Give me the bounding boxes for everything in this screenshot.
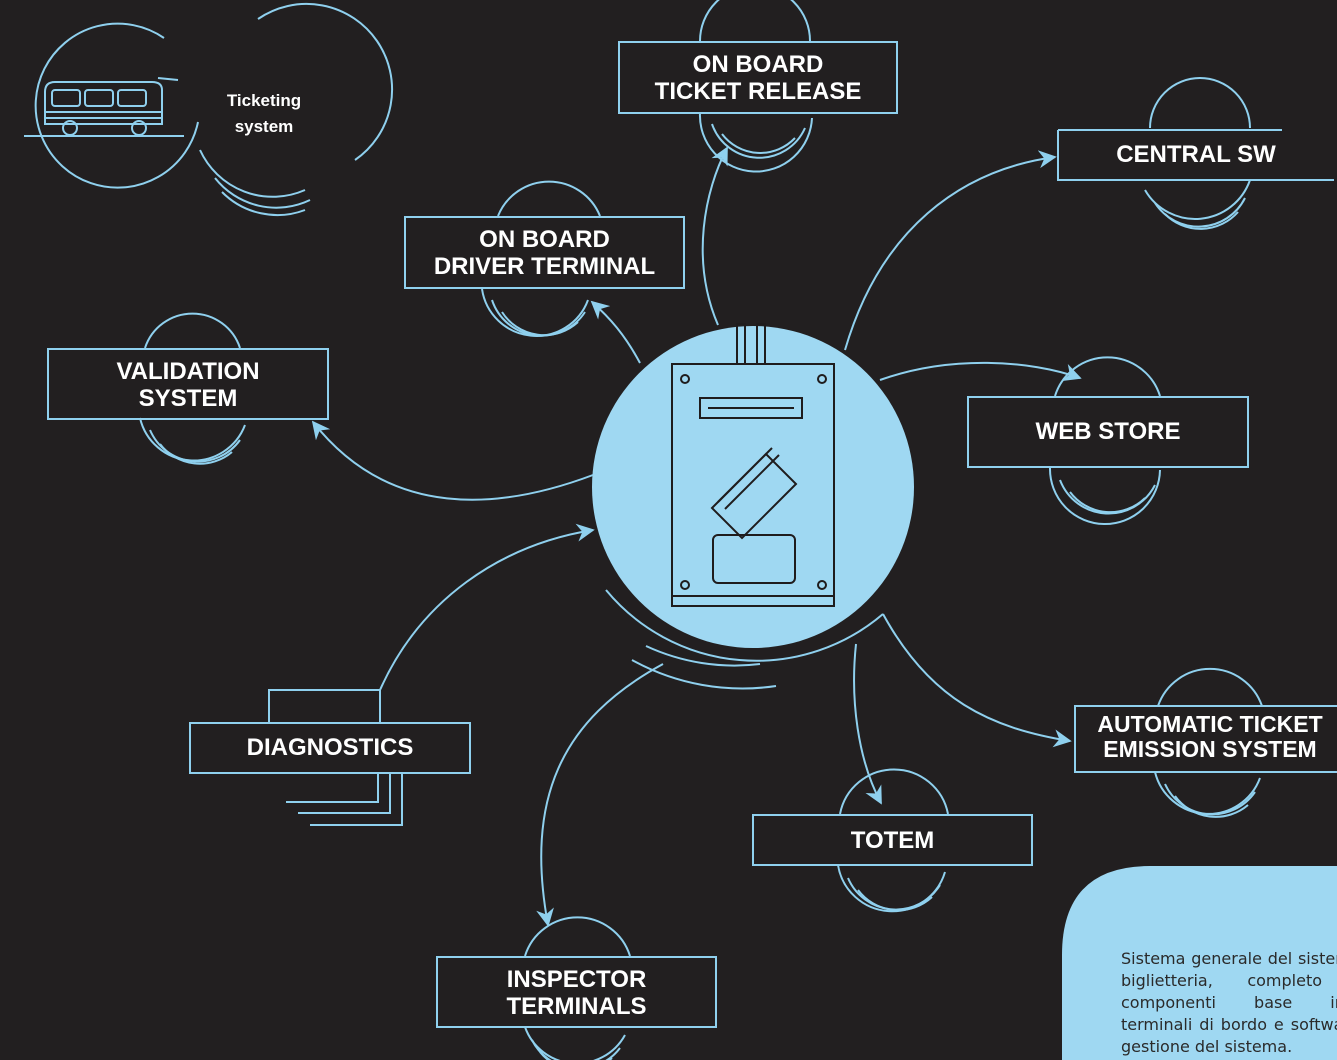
node-diagnostics-decor — [189, 689, 471, 826]
label-ticket-release: ON BOARD TICKET RELEASE — [619, 51, 897, 105]
center-circle — [592, 326, 914, 648]
label-ticket-release-line1: ON BOARD — [692, 51, 824, 78]
logo-title-line1: Ticketing — [226, 91, 302, 110]
label-inspector-line1: INSPECTOR — [506, 966, 647, 993]
label-inspector-line2: TERMINALS — [506, 993, 647, 1020]
label-web-store: WEB STORE — [968, 418, 1248, 445]
node-inspector-box — [436, 956, 717, 1028]
arrow-to-web-store — [879, 361, 1082, 381]
info-panel-text: Sistema generale del sistema di bigliett… — [1121, 949, 1337, 1056]
label-diagnostics: DIAGNOSTICS — [190, 734, 470, 761]
node-driver-terminal-box — [404, 216, 685, 289]
center-device — [592, 323, 914, 690]
node-automatic-ticket-box — [1074, 705, 1337, 773]
label-central-sw: CENTRAL SW — [1060, 141, 1332, 168]
logo-title: Ticketing system — [205, 88, 323, 140]
ticket-machine-icon — [671, 323, 835, 607]
node-central-sw-box — [1057, 129, 1334, 181]
label-totem-line1: TOTEM — [850, 827, 935, 854]
node-diagnostics-box — [189, 722, 471, 774]
node-totem-decor — [752, 768, 1033, 913]
label-inspector: INSPECTOR TERMINALS — [437, 966, 716, 1020]
node-validation-box — [47, 348, 329, 420]
arrow-to-totem — [853, 643, 882, 805]
node-central-sw-decor — [1057, 77, 1334, 230]
arrow-to-ticket-release — [701, 146, 728, 326]
label-automatic-ticket: AUTOMATIC TICKET EMISSION SYSTEM — [1075, 712, 1337, 762]
label-validation: VALIDATION SYSTEM — [48, 358, 328, 412]
logo-right-arc — [257, 2, 394, 161]
node-totem-box — [752, 814, 1033, 866]
bus-icon — [24, 77, 184, 137]
node-web-store-box — [967, 396, 1249, 468]
arrow-to-automatic-ticket — [882, 613, 1072, 748]
node-ticket-release-box — [618, 41, 898, 114]
node-driver-terminal-decor — [404, 180, 685, 337]
node-inspector-decor — [436, 916, 717, 1060]
node-ticket-release-decor — [618, 0, 898, 173]
node-automatic-ticket-decor — [1074, 667, 1337, 818]
label-driver-terminal-line1: ON BOARD — [479, 226, 610, 253]
label-automatic-ticket-line1: AUTOMATIC TICKET — [1097, 711, 1323, 737]
label-driver-terminal-line2: DRIVER TERMINAL — [433, 253, 656, 280]
logo-swoosh-2 — [221, 191, 306, 217]
connectors — [311, 146, 1082, 927]
label-central-sw-line1: CENTRAL SW — [1116, 141, 1276, 168]
arrow-to-validation — [311, 420, 594, 501]
node-web-store-decor — [967, 356, 1249, 525]
logo-group — [24, 2, 394, 217]
logo-swoosh-1 — [214, 177, 311, 209]
arrow-to-inspector — [536, 663, 664, 927]
center-swoosh-2 — [631, 659, 777, 690]
label-ticket-release-line2: TICKET RELEASE — [654, 78, 862, 105]
arrow-from-diagnostics — [379, 523, 595, 691]
info-panel — [1062, 866, 1337, 1060]
arrow-to-central-sw — [844, 150, 1057, 351]
label-totem: TOTEM — [753, 827, 1032, 854]
label-validation-line2: SYSTEM — [138, 385, 238, 412]
label-automatic-ticket-line2: EMISSION SYSTEM — [1103, 736, 1317, 762]
logo-right-arc-low — [199, 149, 306, 198]
logo-title-line2: system — [234, 117, 294, 136]
arrow-to-driver-terminal — [590, 300, 641, 364]
label-driver-terminal: ON BOARD DRIVER TERMINAL — [405, 226, 684, 280]
label-validation-line1: VALIDATION — [116, 358, 260, 385]
center-swoosh-3 — [645, 645, 761, 667]
label-diagnostics-line1: DIAGNOSTICS — [246, 734, 414, 761]
label-web-store-line1: WEB STORE — [1035, 418, 1181, 445]
node-validation-decor — [47, 312, 329, 465]
center-swoosh-1 — [605, 589, 884, 662]
